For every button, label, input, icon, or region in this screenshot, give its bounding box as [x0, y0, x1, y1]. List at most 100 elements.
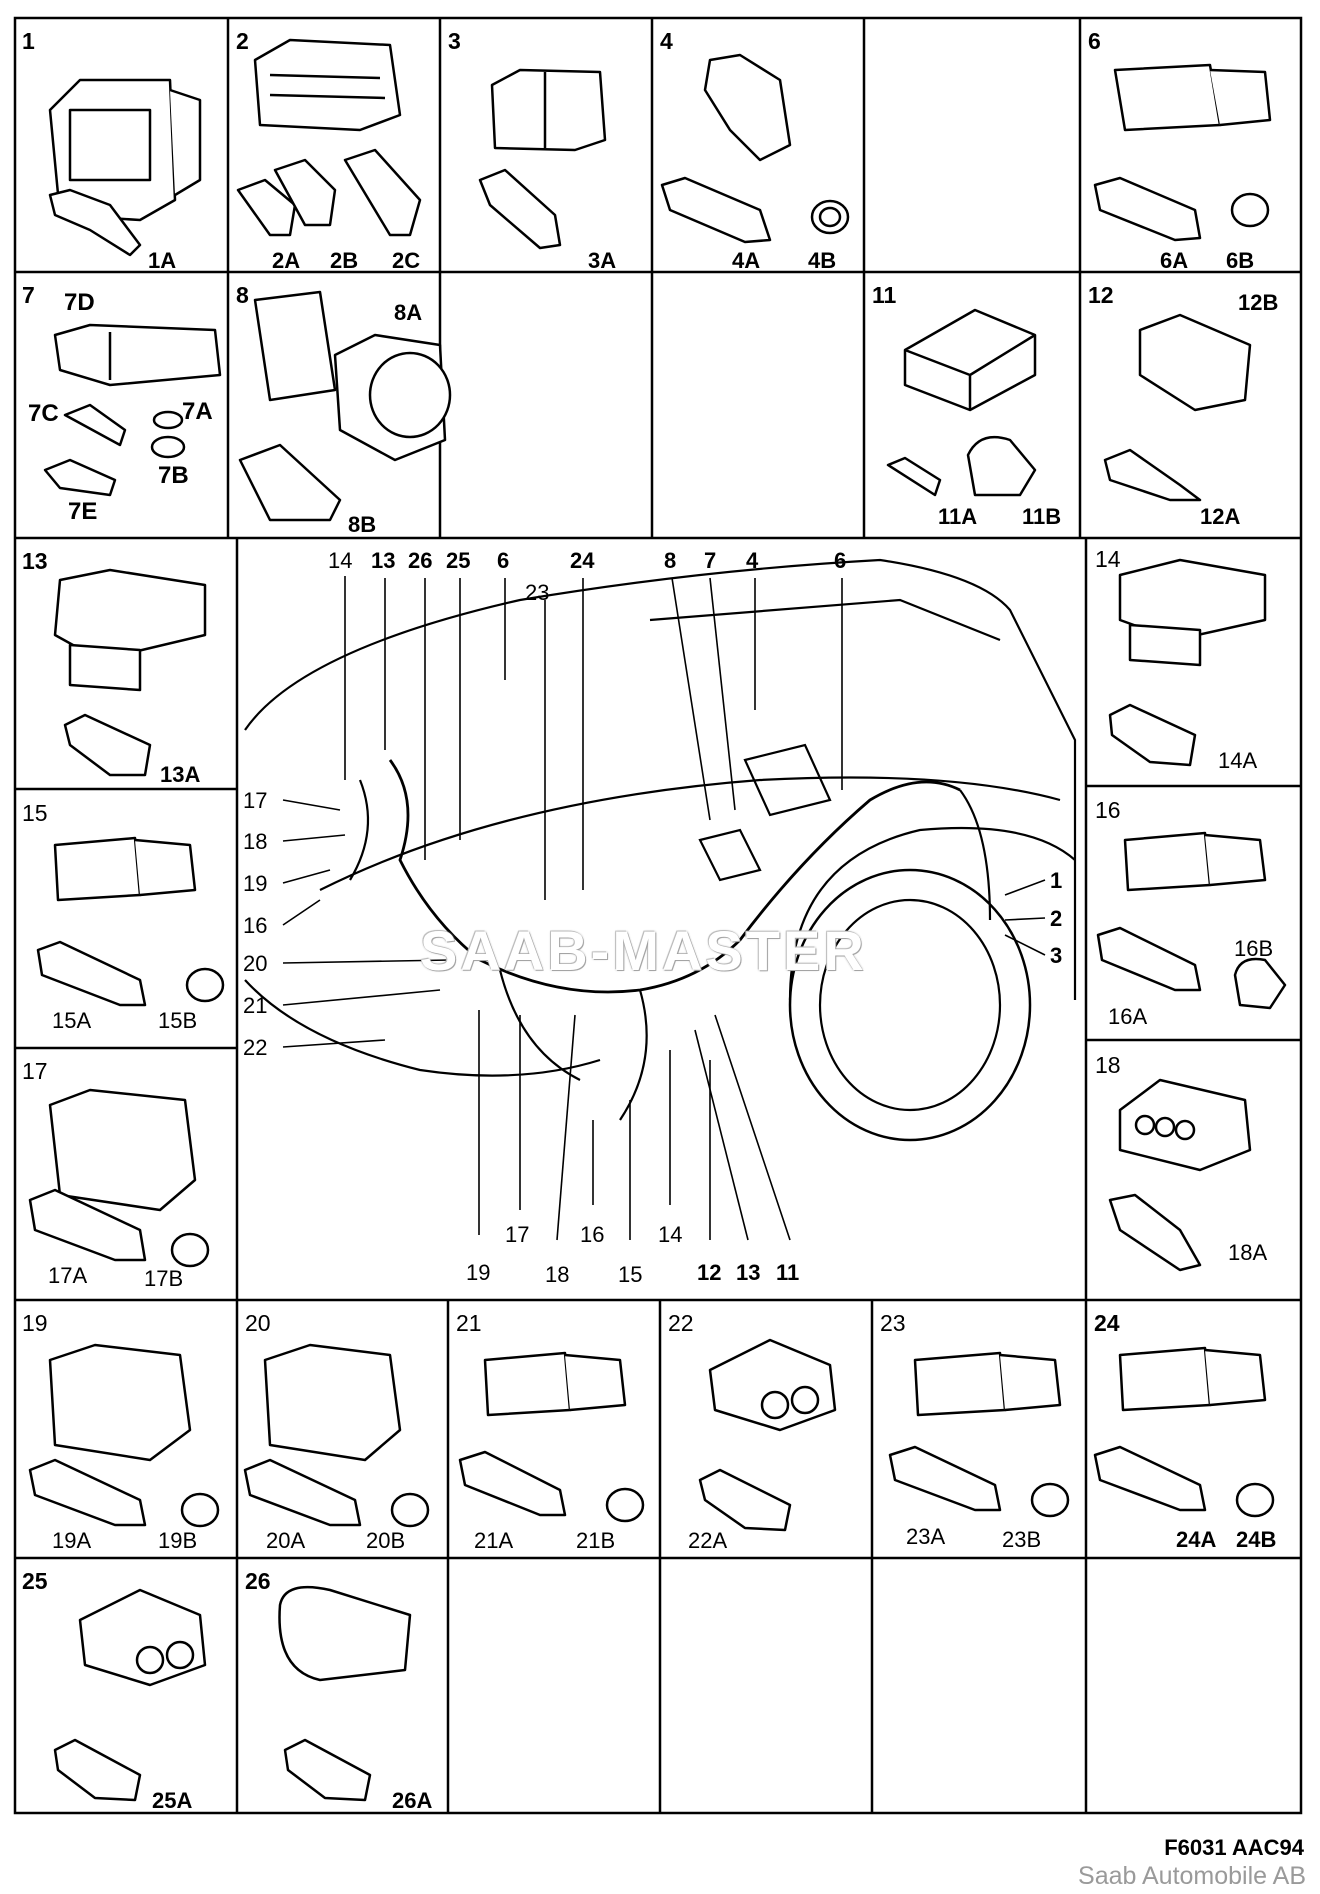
cell-number-14: 14 [1095, 546, 1121, 572]
cell-number-13: 13 [22, 548, 48, 574]
part-label-8A: 8A [394, 300, 423, 325]
part-label-17B: 17B [144, 1266, 184, 1291]
part-label-21B: 21B [576, 1528, 616, 1553]
callout-top-4: 4 [746, 548, 759, 573]
cell-number-8: 8 [236, 282, 249, 308]
callout-top-14: 14 [328, 548, 353, 573]
callout-left-20: 20 [243, 951, 268, 976]
part-label-24B: 24B [1236, 1527, 1277, 1552]
callout-right-2: 2 [1050, 906, 1063, 931]
part-label-2A: 2A [272, 248, 301, 273]
copyright-owner: Saab Automobile AB [1078, 1862, 1306, 1890]
callout-left-17: 17 [243, 788, 268, 813]
callout-top-7: 7 [704, 548, 717, 573]
callout-left-19: 19 [243, 871, 268, 896]
callout-bottom-11: 11 [776, 1260, 800, 1285]
part-label-24A: 24A [1176, 1527, 1217, 1552]
part-label-2B: 2B [330, 248, 359, 273]
part-label-2C: 2C [392, 248, 421, 273]
cell-number-26: 26 [245, 1568, 271, 1594]
part-label-15B: 15B [158, 1008, 198, 1033]
part-label-20B: 20B [366, 1528, 406, 1553]
callout-top-25: 25 [446, 548, 471, 573]
part-label-7C: 7C [28, 400, 59, 427]
callout-bottom-17: 17 [505, 1222, 530, 1247]
part-label-19B: 19B [158, 1528, 198, 1553]
part-label-7D: 7D [64, 289, 95, 316]
part-label-17A: 17A [48, 1263, 88, 1288]
cell-number-11: 11 [872, 282, 897, 308]
part-label-13A: 13A [160, 762, 201, 787]
frame-border [13, 16, 1303, 1815]
part-label-12B: 12B [1238, 290, 1279, 315]
callout-left-16: 16 [243, 913, 268, 938]
part-label-12A: 12A [1200, 504, 1241, 529]
part-label-16B: 16B [1234, 936, 1274, 961]
callout-right-1: 1 [1050, 868, 1063, 893]
cell-number-6: 6 [1088, 28, 1101, 54]
callout-bottom-19: 19 [466, 1260, 491, 1285]
part-label-4A: 4A [732, 248, 761, 273]
cell-number-21: 21 [456, 1310, 482, 1336]
cell-number-15: 15 [22, 800, 48, 826]
cell-number-3: 3 [448, 28, 461, 54]
cell-number-17: 17 [22, 1058, 48, 1084]
part-label-7A: 7A [182, 398, 213, 425]
part-label-23B: 23B [1002, 1527, 1042, 1552]
cell-number-4: 4 [660, 28, 673, 54]
callout-bottom-13: 13 [736, 1260, 761, 1285]
part-label-11A: 11A [938, 504, 978, 529]
cell-number-23: 23 [880, 1310, 906, 1336]
callout-right-3: 3 [1050, 943, 1063, 968]
cell-number-25: 25 [22, 1568, 48, 1594]
cell-number-2: 2 [236, 28, 249, 54]
cell-number-19: 19 [22, 1310, 48, 1336]
cell-number-24: 24 [1094, 1310, 1120, 1336]
part-label-20A: 20A [266, 1528, 306, 1553]
part-label-1A: 1A [148, 248, 177, 273]
callout-bottom-12: 12 [697, 1260, 722, 1285]
callout-top-13: 13 [371, 548, 396, 573]
part-label-21A: 21A [474, 1528, 514, 1553]
part-label-8B: 8B [348, 512, 377, 537]
part-label-18A: 18A [1228, 1240, 1268, 1265]
part-label-26A: 26A [392, 1788, 433, 1813]
cell-number-12: 12 [1088, 282, 1114, 308]
part-label-22A: 22A [688, 1528, 728, 1553]
callout-left-21: 21 [243, 993, 268, 1018]
cell-number-16: 16 [1095, 797, 1121, 823]
part-label-6B: 6B [1226, 248, 1255, 273]
part-label-15A: 15A [52, 1008, 92, 1033]
figure-code: F6031 AAC94 [1164, 1835, 1304, 1860]
part-label-7E: 7E [68, 498, 98, 525]
cell-number-22: 22 [668, 1310, 694, 1336]
callout-top-24: 24 [570, 548, 595, 573]
part-label-7B: 7B [158, 462, 189, 489]
callout-top-6a: 6 [497, 548, 510, 573]
part-label-14A: 14A [1218, 748, 1258, 773]
callout-left-22: 22 [243, 1035, 268, 1060]
cell-number-7: 7 [22, 282, 35, 308]
cell-number-1: 1 [22, 28, 35, 54]
cell-number-20: 20 [245, 1310, 271, 1336]
callout-top-6b: 6 [834, 548, 847, 573]
part-label-4B: 4B [808, 248, 837, 273]
part-label-11B: 11B [1022, 504, 1062, 529]
part-label-16A: 16A [1108, 1004, 1148, 1029]
part-label-19A: 19A [52, 1528, 92, 1553]
callout-bottom-18: 18 [545, 1262, 570, 1287]
callout-bottom-16: 16 [580, 1222, 605, 1247]
watermark: SAAB-MASTER [420, 919, 867, 982]
callout-bottom-15: 15 [618, 1262, 643, 1287]
callout-left-18: 18 [243, 829, 268, 854]
part-label-3A: 3A [588, 248, 617, 273]
part-label-6A: 6A [1160, 248, 1189, 273]
part-label-25A: 25A [152, 1788, 193, 1813]
cell-number-18: 18 [1095, 1052, 1121, 1078]
part-label-23A: 23A [906, 1524, 946, 1549]
callout-top-26: 26 [408, 548, 433, 573]
callout-bottom-14: 14 [658, 1222, 683, 1247]
callout-top-23: 23 [525, 580, 550, 605]
